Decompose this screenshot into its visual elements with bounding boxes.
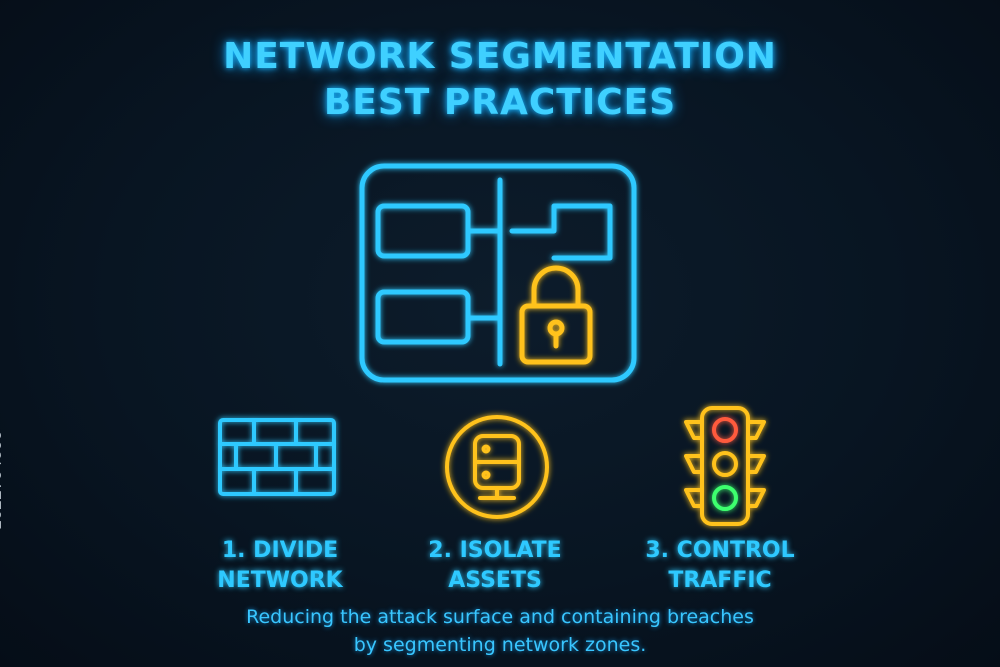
caption-line1: Reducing the attack surface and containi… <box>246 606 754 628</box>
connector-line <box>362 461 422 465</box>
step-2-label: 2. ISOLATE ASSETS <box>405 536 585 596</box>
step-3-label: 3. CONTROL TRAFFIC <box>620 536 820 596</box>
step-1-line1: 1. DIVIDE <box>221 538 339 563</box>
connector-line <box>582 461 646 465</box>
server-icon <box>445 415 549 519</box>
segmented-network-icon <box>359 163 637 383</box>
traffic-light-icon <box>684 406 766 526</box>
page-title-line2: BEST PRACTICES <box>323 82 677 123</box>
step-2-line2: ASSETS <box>448 568 542 593</box>
step-3-line2: TRAFFIC <box>668 568 772 593</box>
caption-line2: by segmenting network zones. <box>353 634 647 656</box>
step-3-line1: 3. CONTROL <box>645 538 795 563</box>
page-title-line1: NETWORK SEGMENTATION <box>223 36 777 77</box>
step-1-label: 1. DIVIDE NETWORK <box>190 536 370 596</box>
stock-id: 1622704600 <box>0 430 5 530</box>
lock-icon <box>519 265 593 365</box>
firewall-brick-icon <box>218 418 336 496</box>
red-light <box>712 417 738 443</box>
step-1-line2: NETWORK <box>217 568 343 593</box>
step-2-line1: 2. ISOLATE <box>428 538 562 563</box>
yellow-light <box>712 451 738 477</box>
green-light <box>712 485 738 511</box>
